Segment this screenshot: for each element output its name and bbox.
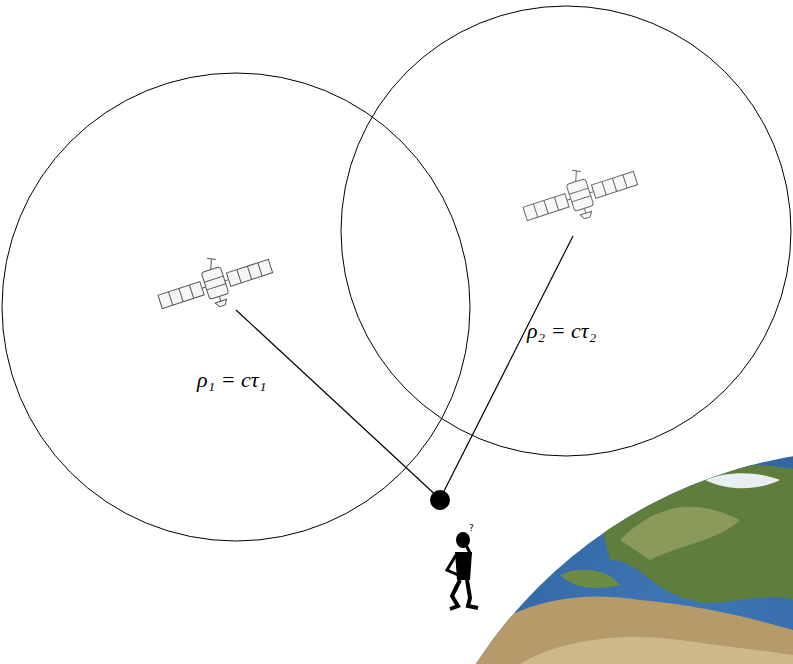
satellite <box>152 240 278 323</box>
range-equation: ρ₁ = cτ₁ <box>197 369 266 391</box>
range-circle <box>341 6 791 456</box>
range-equation: ρ₂ = cτ₂ <box>527 320 596 342</box>
range-line <box>440 236 573 499</box>
question-mark: ? <box>469 524 474 533</box>
earth <box>400 450 793 664</box>
position-dot <box>430 490 450 510</box>
range-line <box>236 310 440 499</box>
range-circle <box>2 73 470 541</box>
person-figure <box>447 532 478 609</box>
satellite <box>517 152 643 235</box>
